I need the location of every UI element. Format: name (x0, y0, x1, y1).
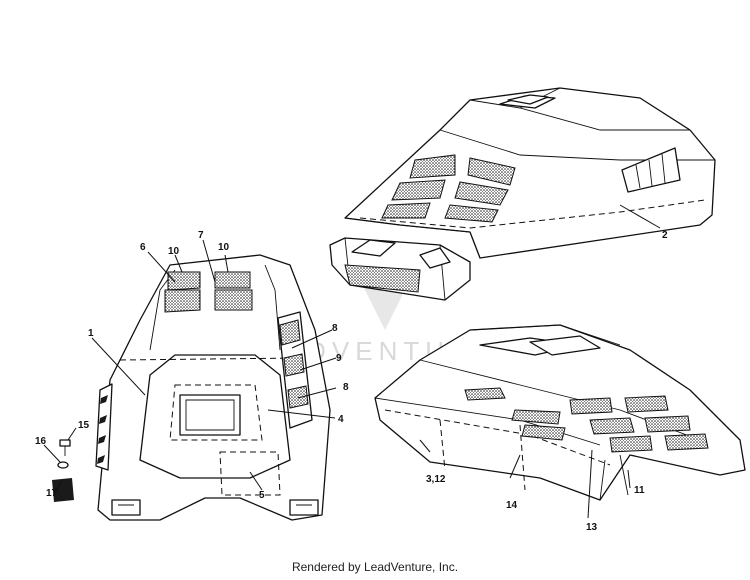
callout-10-right: 10 (218, 242, 230, 253)
leader-lines (43, 204, 661, 519)
footer-credit: Rendered by LeadVenture, Inc. (291, 560, 459, 574)
washer-16 (57, 461, 69, 469)
bolt-15 (59, 439, 71, 456)
grille-panel (329, 237, 471, 301)
callout-13: 13 (586, 522, 598, 533)
callout-5: 5 (259, 490, 265, 501)
callout-8-lower: 8 (343, 382, 349, 393)
callout-2: 2 (662, 230, 668, 241)
callout-3-12: 3,12 (426, 474, 446, 485)
callout-8-upper: 8 (332, 323, 338, 334)
hood-upper-right (344, 87, 716, 259)
hood-lower-right (374, 324, 746, 501)
callout-7: 7 (198, 230, 204, 241)
callout-16: 16 (35, 436, 47, 447)
callout-17: 17 (46, 488, 58, 499)
callout-1: 1 (88, 328, 94, 339)
latch-17 (52, 478, 74, 502)
callout-6: 6 (140, 242, 146, 253)
callout-14: 14 (506, 500, 518, 511)
callout-9: 9 (336, 353, 342, 364)
callout-10-left: 10 (168, 246, 180, 257)
callout-4: 4 (338, 414, 344, 425)
callout-15: 15 (78, 420, 90, 431)
hood-exploded-left (95, 254, 331, 521)
callout-11: 11 (634, 485, 645, 496)
